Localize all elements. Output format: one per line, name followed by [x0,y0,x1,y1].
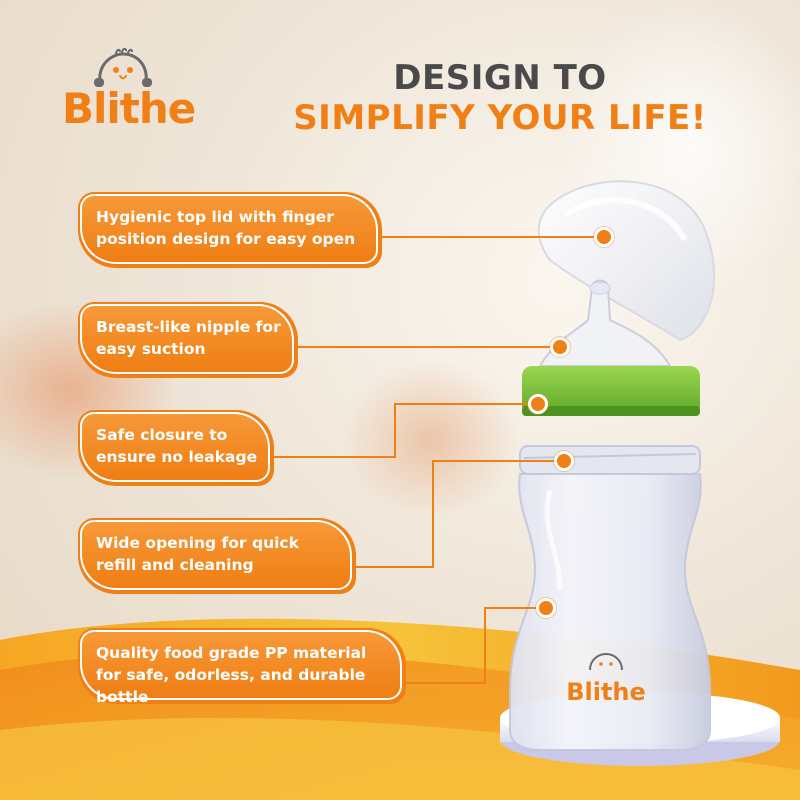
marker-dot [594,227,614,247]
feature-text: Wide opening for quick refill and cleani… [96,534,299,574]
feature-text: Safe closure to ensure no leakage [96,426,258,466]
leader-line [484,608,486,684]
marker-dot [528,394,548,414]
leader-line [484,607,540,609]
headline-line-1: DESIGN TO [393,58,607,98]
baby-bottle-illustration: Blithe [500,180,780,766]
leader-line [432,461,434,568]
feature-text: Breast-like nipple for easy suction [96,318,281,358]
feature-callout-material: Quality food grade PP material for safe,… [78,628,406,706]
feature-text: Quality food grade PP material for safe,… [96,644,367,706]
feature-callout-opening: Wide opening for quick refill and cleani… [78,518,356,594]
headline-line-2: SIMPLIFY YOUR LIFE! [293,98,707,138]
marker-dot [554,451,574,471]
marker-dot [550,337,570,357]
feature-text: Hygienic top lid with finger position de… [96,208,356,248]
leader-line [394,404,396,458]
feature-callout-lid: Hygienic top lid with finger position de… [78,192,382,268]
background-blur [340,360,520,520]
headline: DESIGN TO SIMPLIFY YOUR LIFE! [280,58,720,138]
leader-line [354,566,434,568]
brand-logo: Blithe [62,40,202,150]
leader-line [394,403,530,405]
feature-callout-closure: Safe closure to ensure no leakage [78,410,274,486]
leader-line [296,346,560,348]
leader-line [404,682,486,684]
leader-line [272,456,396,458]
leader-line [380,236,606,238]
marker-dot [536,598,556,618]
baby-face-icon [94,48,152,87]
bottle-logo-text: Blithe [566,678,646,706]
leader-line [432,460,558,462]
feature-callout-nipple: Breast-like nipple for easy suction [78,302,298,378]
brand-name: Blithe [62,84,196,133]
